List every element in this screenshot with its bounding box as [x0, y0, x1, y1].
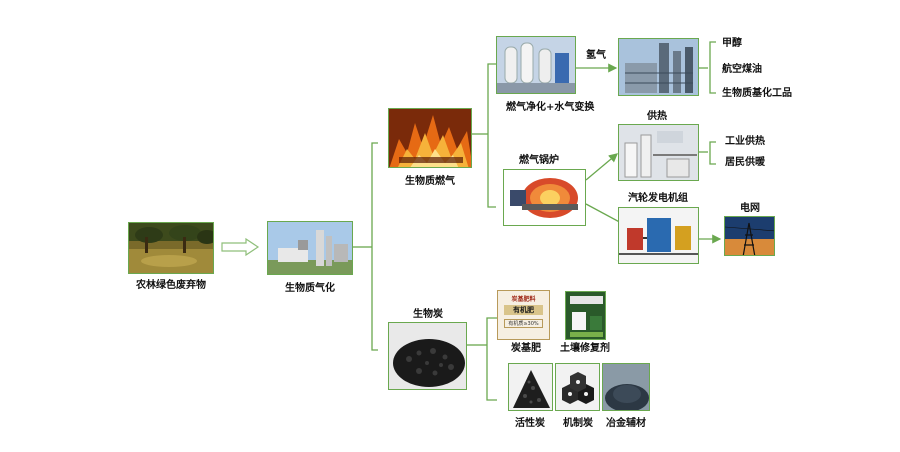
biochar-label: 生物炭: [413, 309, 443, 320]
fertilizer-bag-image: 炭基肥料 有机肥 有机质≥30%: [497, 290, 550, 340]
biogas-image: [388, 108, 472, 168]
gasification-image: [267, 221, 353, 275]
machine-charcoal-label: 机制炭: [563, 418, 593, 429]
purify-label: 燃气净化+水气变换: [506, 102, 595, 113]
waste-image: [128, 222, 214, 274]
fertilizer-label: 炭基肥: [511, 343, 541, 354]
soil-remediation-image: [565, 291, 606, 340]
grid-image: [724, 216, 775, 256]
gasification-label: 生物质气化: [285, 283, 335, 294]
methanol-label: 甲醇: [722, 38, 742, 49]
grid-label: 电网: [740, 203, 760, 214]
metallurgy-image: [602, 363, 650, 411]
fertilizer-bag-top-text: 炭基肥料: [511, 296, 536, 303]
residential-heat-label: 居民供暖: [725, 157, 765, 168]
machine-charcoal-image: [555, 363, 600, 411]
heat-supply-label: 供热: [647, 111, 667, 122]
boiler-label: 燃气锅炉: [519, 155, 559, 166]
hydrogen-label: 氢气: [586, 50, 606, 61]
turbine-label: 汽轮发电机组: [628, 193, 688, 204]
chemicals-label: 生物质基化工品: [722, 88, 792, 99]
fertilizer-bag-bottom-text: 有机肥: [504, 305, 543, 315]
soil-remediation-label: 土壤修复剂: [560, 343, 610, 354]
boiler-image: [503, 169, 586, 226]
hydrogen-plant-image: [618, 38, 699, 96]
fertilizer-bag-box-text: 有机质≥30%: [504, 319, 543, 328]
metallurgy-label: 冶金辅材: [606, 418, 646, 429]
jet-fuel-label: 航空煤油: [722, 64, 762, 75]
turbine-image: [618, 207, 699, 264]
heat-supply-image: [618, 124, 699, 181]
activated-carbon-label: 活性炭: [515, 418, 545, 429]
waste-label: 农林绿色废弃物: [136, 280, 206, 291]
industrial-heat-label: 工业供热: [725, 136, 765, 147]
purify-image: [496, 36, 576, 94]
biogas-label: 生物质燃气: [405, 176, 455, 187]
hollow-arrow: [221, 237, 260, 257]
biochar-image: [388, 322, 467, 390]
activated-carbon-image: [508, 363, 553, 411]
